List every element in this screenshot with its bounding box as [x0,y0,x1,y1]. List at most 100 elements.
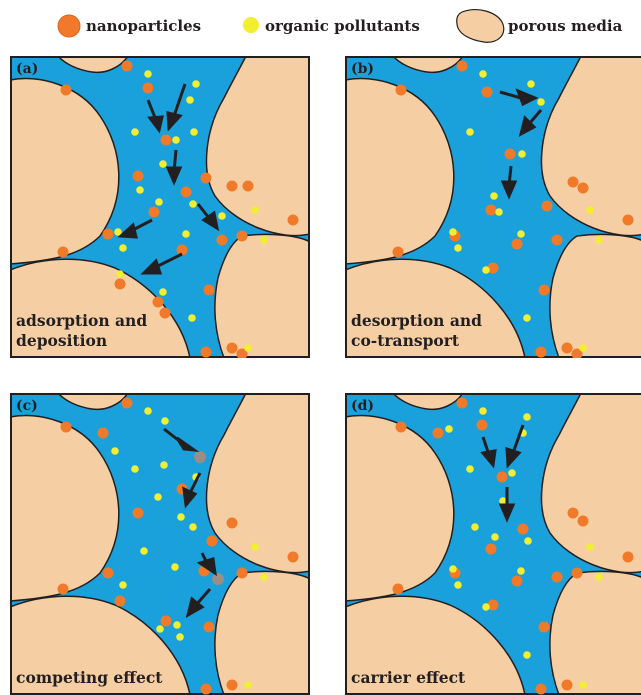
nanoparticle [433,428,444,439]
pollutant [482,266,490,274]
pollutant [189,523,197,531]
nanoparticle [115,596,126,607]
pollutant [523,651,531,659]
pollutant [116,270,124,278]
pollutant [111,447,119,455]
pollutant [156,625,164,633]
nanoparticle [578,183,589,194]
nanoparticle [486,205,497,216]
pollutant [495,208,503,216]
pollutant [595,236,603,244]
nanoparticle [143,83,154,94]
pollutant [131,128,139,136]
grain-bottom-right [550,234,641,358]
pollutant [160,461,168,469]
pollutant [454,244,462,252]
pollutant [586,206,594,214]
nanoparticle [623,552,634,563]
nanoparticle [568,177,579,188]
panel-label: (b) [351,61,374,77]
pollutant [260,573,268,581]
nanoparticle [482,87,493,98]
nanoparticle [153,297,164,308]
pollutant [188,314,196,322]
pollutant [445,425,453,433]
panel-caption-line-1: desorption and [351,311,482,330]
pollutant [482,603,490,611]
nanoparticle [217,235,228,246]
pollutant [508,469,516,477]
pollutant [190,128,198,136]
pollutant [172,136,180,144]
pollutant [173,621,181,629]
nanoparticle [133,171,144,182]
nanoparticle [103,568,114,579]
nanoparticle [505,149,516,160]
pollutant [177,513,185,521]
nanoparticle [115,279,126,290]
nanoparticle [98,428,109,439]
pollutant [155,198,163,206]
panel-caption-line-1: competing effect [16,668,163,687]
pollutant [517,567,525,575]
legend-organic-pollutants-label: organic pollutants [265,17,420,35]
nanoparticle [58,584,69,595]
pollutant [479,407,487,415]
nanoparticle [539,622,550,633]
nanoparticle [61,85,72,96]
panel-c: (c) competing effect [10,393,310,695]
pollutant [537,98,545,106]
pollutant [454,581,462,589]
panel-label: (d) [351,398,374,414]
nanoparticle [207,536,218,547]
nanoparticle [539,285,550,296]
pollutant [192,80,200,88]
nanoparticle [497,472,508,483]
nanoparticle [227,518,238,529]
nanoparticle [396,85,407,96]
pollutant [182,230,190,238]
nanoparticle [552,572,563,583]
pollutant [251,206,259,214]
pollutant [136,186,144,194]
nanoparticle [457,61,468,72]
nanoparticle [201,684,212,695]
pollutant [119,244,127,252]
nanoparticle-legend-swatch [58,15,80,37]
pollutant-legend-swatch [243,17,259,33]
nanoparticle [512,576,523,587]
pollutant [189,200,197,208]
pollutant [490,192,498,200]
nanoparticle [122,61,133,72]
panel-caption-line-1: adsorption and [16,311,147,330]
pollutant [161,417,169,425]
pollutant [466,465,474,473]
pollutant [186,96,194,104]
pollutant [595,573,603,581]
pollutant [260,236,268,244]
nanoparticle [562,343,573,354]
nanoparticle [149,207,160,218]
nanoparticle [477,420,488,431]
porous-media-legend-swatch [457,10,504,43]
pollutant [131,465,139,473]
pollutant [449,565,457,573]
pollutant [171,563,179,571]
pollutant [144,70,152,78]
nanoparticle [133,508,144,519]
nanoparticle [204,285,215,296]
pollutant [251,543,259,551]
legend: nanoparticles organic pollutants porous … [0,0,641,52]
nanoparticle [227,680,238,691]
pollutant [159,288,167,296]
nanoparticle [227,343,238,354]
legend-porous-media-label: porous media [508,17,623,35]
panel-d: (d) carrier effect [345,393,641,695]
nanoparticle [572,568,583,579]
pollutant [119,581,127,589]
nanoparticle [568,508,579,519]
pollutant [523,413,531,421]
pollutant [159,160,167,168]
pollutant [524,537,532,545]
nanoparticle [396,422,407,433]
